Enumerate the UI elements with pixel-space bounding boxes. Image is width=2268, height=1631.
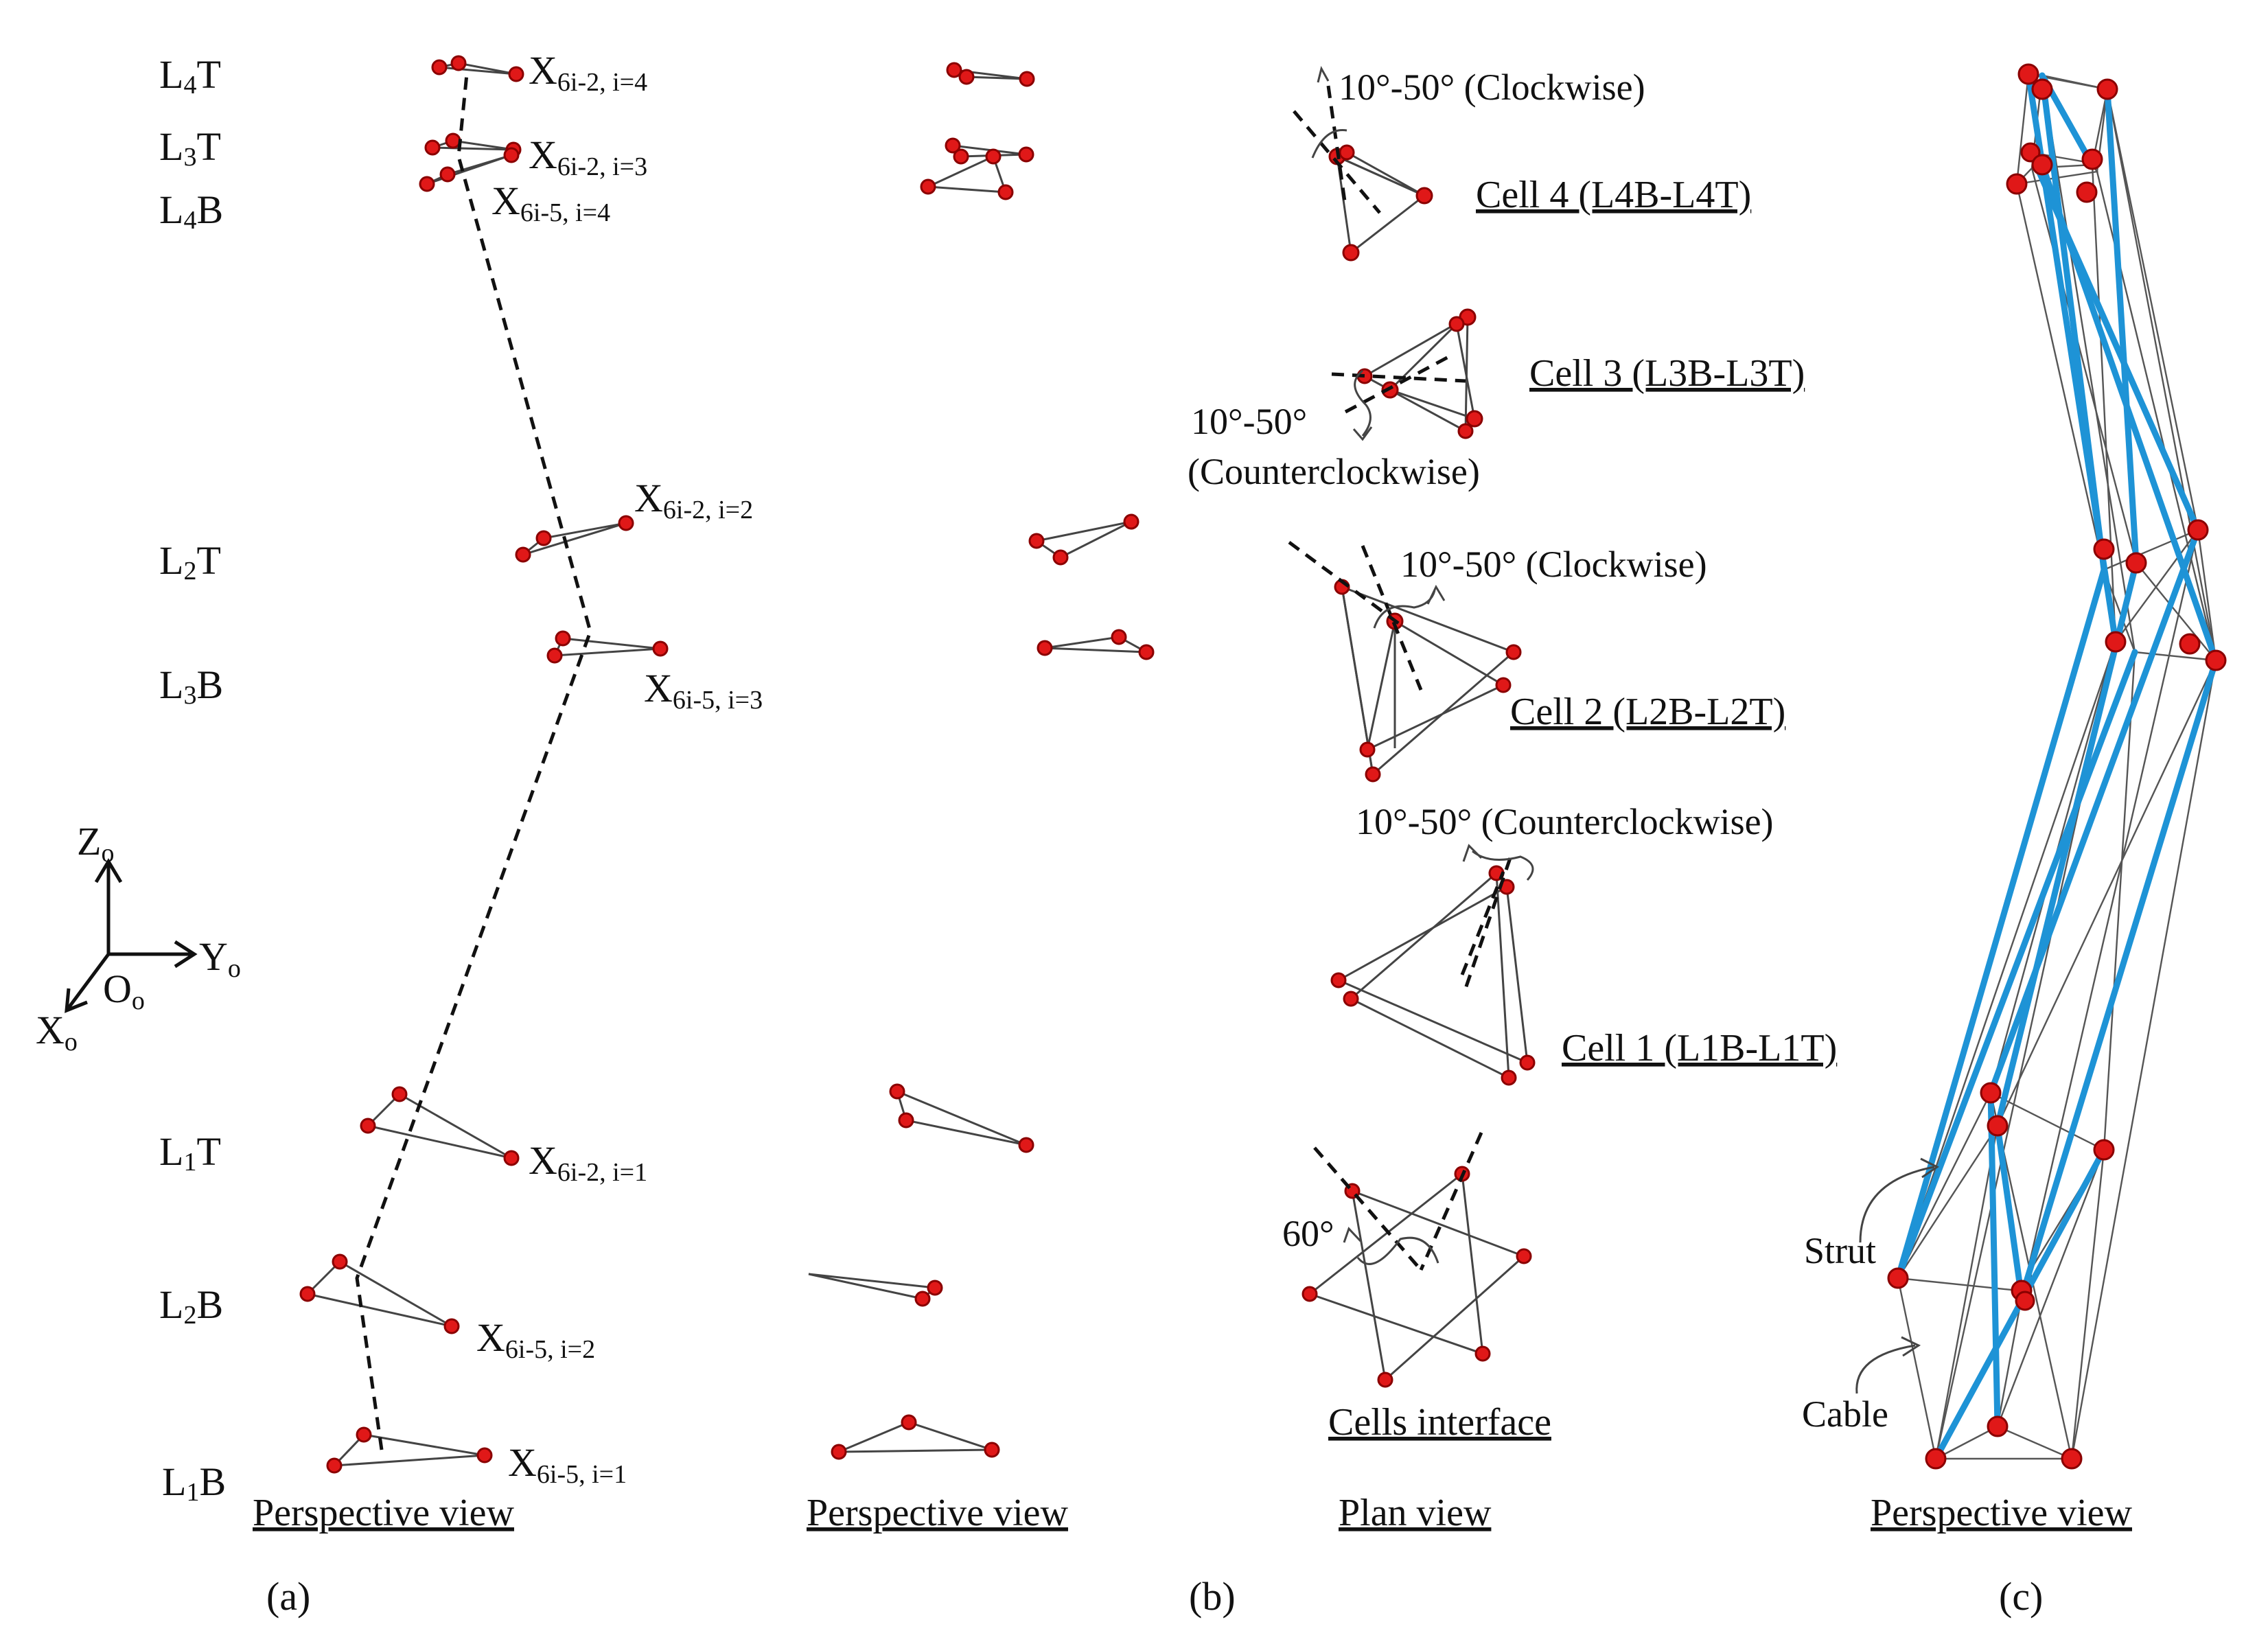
- node-label-x6i5-i2: X6i-5, i=2: [476, 1315, 595, 1364]
- coordinate-axes: Zo Yo Oo Xo: [36, 819, 241, 1056]
- x-axis-arrow: [67, 953, 111, 1009]
- cell2-rotation-arc: [1373, 590, 1436, 629]
- panel-b-plan: 10°-50° (Clockwise) Cell 4 (L4B-L4T) Cel…: [1188, 65, 1837, 1619]
- level-label-l3b: L3B: [159, 662, 223, 710]
- x-axis-label: Xo: [36, 1008, 78, 1056]
- node-label-x6i5-i4: X6i-5, i=4: [491, 178, 610, 227]
- triangle-l2t: [515, 515, 634, 563]
- triangle-b-l1b: [831, 1414, 1000, 1460]
- cells-interface-plan: [1301, 1131, 1532, 1388]
- level-label-l1t: L1T: [159, 1129, 221, 1177]
- panel-a-caption: Perspective view: [253, 1492, 515, 1534]
- cell3-rotation-direction: (Counterclockwise): [1188, 451, 1480, 492]
- y-axis-label: Yo: [199, 934, 241, 983]
- cell4-plan: [1293, 65, 1433, 262]
- triangle-b-l4b: [920, 148, 1014, 200]
- level-label-l3t: L3T: [159, 124, 221, 172]
- level-label-l1b: L1B: [162, 1459, 226, 1507]
- strut-members: [1895, 71, 2219, 1462]
- tower-nodes: [1887, 63, 2227, 1470]
- level-label-l4b: L4B: [159, 187, 223, 235]
- cell3-label: Cell 3 (L3B-L3T): [1529, 352, 1805, 395]
- strut-label: Strut: [1804, 1230, 1876, 1271]
- cell4-rotation-label: 10°-50° (Clockwise): [1339, 67, 1645, 108]
- cell4-label: Cell 4 (L4B-L4T): [1476, 174, 1751, 216]
- triangle-b-l4t: [946, 62, 1035, 87]
- center-axis-dashed-line: [355, 73, 592, 1450]
- triangle-b-l2t: [1028, 513, 1139, 566]
- panel-b-perspective: Perspective view: [807, 62, 1155, 1534]
- panel-c-caption: Perspective view: [1871, 1492, 2133, 1534]
- interface-rotation-label: 60°: [1282, 1213, 1334, 1254]
- z-axis-label: Zo: [77, 819, 114, 868]
- cell4-rotation-arc: [1311, 129, 1347, 159]
- cell1-rotation-label: 10°-50° (Counterclockwise): [1356, 801, 1774, 842]
- triangle-l2b: [299, 1253, 460, 1334]
- node-label-x6i2-i4: X6i-2, i=4: [529, 48, 647, 97]
- cable-network: [1897, 73, 2217, 1460]
- origin-label: Oo: [103, 967, 145, 1015]
- cell2-rotation-label: 10°-50° (Clockwise): [1400, 544, 1707, 585]
- panel-a-label: (a): [266, 1574, 310, 1619]
- triangle-b-l1t: [889, 1083, 1034, 1153]
- node-label-x6i5-i3: X6i-5, i=3: [644, 666, 763, 715]
- panel-b-perspective-caption: Perspective view: [807, 1492, 1069, 1534]
- cell3-rotation-arc: [1354, 369, 1372, 437]
- triangle-b-l3b: [1037, 629, 1155, 660]
- cable-label: Cable: [1802, 1393, 1888, 1435]
- node-label-x6i5-i1: X6i-5, i=1: [508, 1440, 627, 1489]
- cable-callout-arrow: [1855, 1344, 1916, 1394]
- level-label-l2b: L2B: [159, 1282, 223, 1330]
- strut-callout-arrow: [1859, 1166, 1935, 1243]
- panel-c-label: (c): [1999, 1574, 2043, 1619]
- cell3-rotation-range: 10°-50°: [1191, 401, 1307, 442]
- cell1-rotation-arc: [1472, 850, 1534, 881]
- node-label-x6i2-i2: X6i-2, i=2: [634, 476, 753, 524]
- triangle-b-l2b: [808, 1273, 943, 1307]
- triangle-l4b: [419, 147, 520, 192]
- panel-b-plan-caption: Plan view: [1339, 1492, 1492, 1534]
- cell1-label: Cell 1 (L1B-L1T): [1562, 1027, 1837, 1069]
- level-label-l4t: L4T: [159, 52, 221, 100]
- triangle-l3t: [424, 132, 522, 158]
- triangle-l1b: [326, 1426, 493, 1474]
- cells-interface-label: Cells interface: [1328, 1401, 1551, 1444]
- triangle-l1t: [360, 1086, 520, 1166]
- cell2-plan: [1288, 540, 1522, 783]
- node-label-x6i2-i1: X6i-2, i=1: [529, 1138, 647, 1187]
- interface-rotation-arc: [1356, 1236, 1439, 1265]
- cell1-plan: [1330, 844, 1536, 1086]
- level-label-l2t: L2T: [159, 538, 221, 586]
- panel-b-label: (b): [1189, 1574, 1236, 1619]
- panel-a: L4T L3T L4B L2T L3B L1T L2B L1B: [36, 48, 763, 1619]
- panel-c-tower: Strut Cable Perspective view (c): [1802, 63, 2227, 1619]
- triangle-l3b: [546, 630, 669, 664]
- cell3-plan: [1331, 308, 1483, 441]
- node-label-x6i2-i3: X6i-2, i=3: [529, 132, 647, 181]
- cell2-label: Cell 2 (L2B-L2T): [1510, 691, 1785, 733]
- triangle-l4t: [431, 55, 524, 82]
